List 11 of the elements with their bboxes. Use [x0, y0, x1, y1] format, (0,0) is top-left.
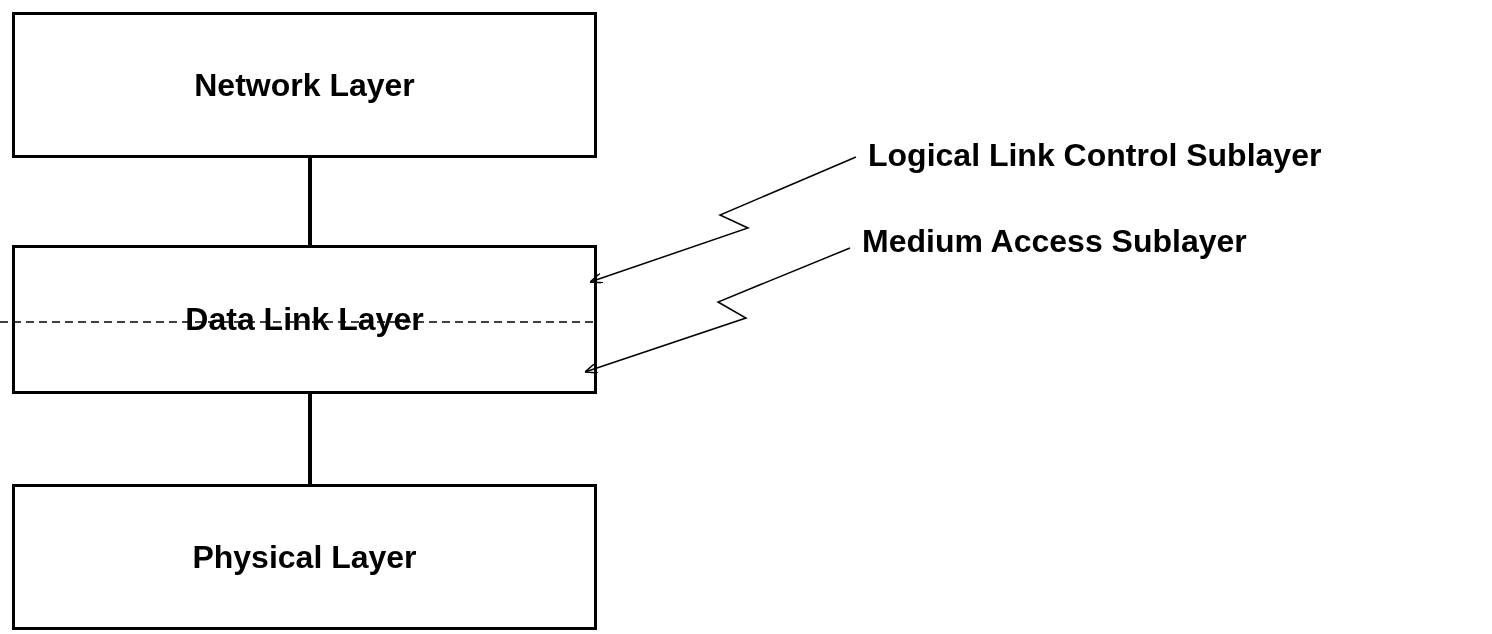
- sublayer-label: Medium Access Sublayer: [862, 222, 1247, 260]
- connector-line: [308, 158, 312, 245]
- connector-line: [308, 394, 312, 484]
- layer-box: [12, 245, 597, 394]
- leader-arrow: [589, 156, 857, 284]
- layer-box: [12, 12, 597, 158]
- leader-arrow: [584, 247, 851, 374]
- layer-box: [12, 484, 597, 630]
- sublayer-label: Logical Link Control Sublayer: [868, 136, 1322, 174]
- layer-label: Physical Layer: [192, 538, 417, 576]
- layer-label: Network Layer: [194, 66, 415, 104]
